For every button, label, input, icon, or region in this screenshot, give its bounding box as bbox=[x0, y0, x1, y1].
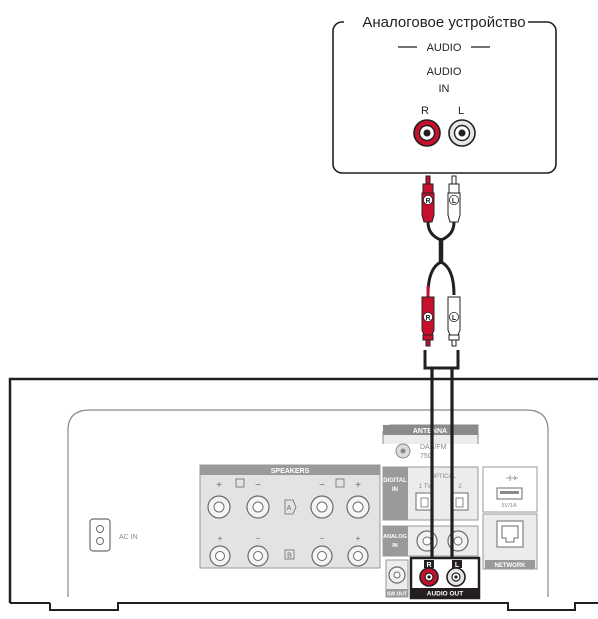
top-plug-r: R bbox=[421, 175, 435, 223]
rca-cable: R L R L bbox=[421, 175, 461, 370]
usb-section: 5V/1A bbox=[482, 466, 538, 513]
optical-label: OPTICAL bbox=[430, 474, 456, 480]
analog-device: Аналоговое устройство AUDIO AUDIO IN R L bbox=[332, 10, 557, 174]
usb-icon bbox=[506, 475, 518, 481]
device-title-bg bbox=[344, 10, 528, 34]
sw-out-label: SW OUT bbox=[387, 592, 407, 598]
bottom-plug-r: R bbox=[421, 296, 435, 347]
unit-outline bbox=[8, 377, 598, 603]
bottom-plug-l: L bbox=[447, 296, 461, 347]
optical-1-label: 1 TV bbox=[419, 484, 432, 490]
audio-out-l-label: L bbox=[455, 562, 460, 569]
audio-in-label-line2: IN bbox=[439, 83, 450, 95]
top-plug-l-letter: L bbox=[452, 198, 457, 205]
audio-out-r-label: R bbox=[426, 562, 431, 569]
spk-sign-8: + bbox=[356, 534, 361, 543]
ac-in-label: AC IN bbox=[119, 534, 138, 541]
spk-sign-1: + bbox=[216, 480, 222, 491]
usb-label: 5V/1A bbox=[502, 503, 517, 509]
device-title: Аналоговое устройство bbox=[362, 14, 525, 31]
rear-panel-frame bbox=[67, 409, 549, 597]
device-jack-l bbox=[448, 119, 476, 147]
amplifier-unit: ANTENNA DAB/FM 75Ω SPEAKERS + − − + bbox=[8, 368, 598, 611]
speakers-section: SPEAKERS + − − + A + − − + bbox=[199, 464, 381, 569]
speaker-b-label: B bbox=[287, 553, 292, 560]
spk-sign-4: + bbox=[355, 480, 361, 491]
spk-sign-2: − bbox=[255, 480, 261, 491]
cable-bracket bbox=[423, 350, 460, 370]
audio-in-label-line1: AUDIO bbox=[427, 66, 462, 78]
antenna-label: ANTENNA bbox=[413, 428, 447, 435]
ac-in-section: AC IN bbox=[89, 518, 138, 552]
network-label: NETWORK bbox=[495, 563, 527, 569]
optical-2-label: 2 bbox=[458, 484, 462, 490]
network-port bbox=[496, 520, 524, 548]
digital-in-line1: DIGITAL bbox=[383, 478, 407, 484]
spk-sign-5: + bbox=[218, 534, 223, 543]
audio-out-section: R L AUDIO OUT bbox=[409, 556, 481, 600]
speaker-a-label: A bbox=[287, 505, 292, 512]
spk-sign-3: − bbox=[319, 480, 325, 491]
antenna-sub2: 75Ω bbox=[420, 453, 433, 460]
top-plug-l: L bbox=[447, 175, 461, 223]
jack-label-r: R bbox=[421, 105, 429, 117]
bottom-plug-r-letter: R bbox=[425, 315, 430, 322]
top-plug-r-letter: R bbox=[425, 198, 430, 205]
spk-sign-6: − bbox=[256, 534, 261, 543]
audio-out-label: AUDIO OUT bbox=[427, 591, 464, 598]
network-section: NETWORK bbox=[482, 513, 538, 570]
bottom-plug-l-letter: L bbox=[452, 315, 457, 322]
sw-out-section: SW OUT bbox=[385, 559, 409, 598]
unit-feet bbox=[49, 602, 598, 611]
ac-in-socket bbox=[89, 518, 111, 552]
digital-in-line2: IN bbox=[392, 487, 398, 493]
analog-in-line1: ANALOG bbox=[383, 534, 407, 540]
analog-in-line2: IN bbox=[392, 543, 398, 549]
spk-sign-7: − bbox=[320, 534, 325, 543]
device-jack-r bbox=[413, 119, 441, 147]
speakers-label: SPEAKERS bbox=[271, 468, 310, 475]
jack-label-l: L bbox=[458, 105, 464, 117]
device-group-label: AUDIO bbox=[427, 42, 462, 54]
